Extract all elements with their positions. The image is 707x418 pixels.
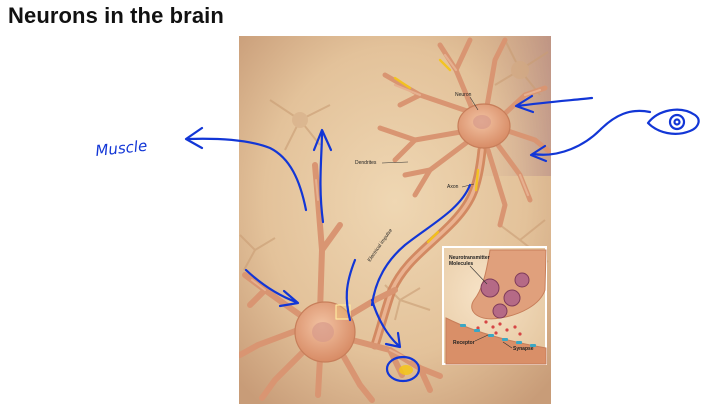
upward-arrow <box>319 130 325 224</box>
label-neurotransmitter: Neurotransmitter <box>449 255 490 261</box>
lower-signal-stroke <box>345 258 357 322</box>
upper-neuron-axon-highlight <box>373 148 484 347</box>
upward-arrowhead <box>312 128 333 152</box>
label-receptor-leader <box>474 334 489 342</box>
synapse-glow <box>399 365 413 375</box>
lower-neuron <box>239 162 443 403</box>
synapse-signal-arrow <box>370 298 400 347</box>
upper-neuron <box>370 37 551 350</box>
vesicle <box>503 289 521 307</box>
synapse-signal-arrowhead <box>384 331 402 349</box>
input-arrow-upper <box>516 96 594 108</box>
label-receptor: Receptor <box>453 340 475 346</box>
eye-signal-arrowhead <box>529 144 548 163</box>
label-neuron-leader <box>469 96 479 111</box>
vesicle <box>480 278 500 298</box>
synapse-inset: Neurotransmitter Molecules Receptor Syna… <box>442 246 547 365</box>
label-neuron: Neuron <box>455 92 472 98</box>
label-synapse: Synapse <box>513 346 534 352</box>
label-molecules-leader <box>469 265 488 285</box>
neurotransmitter-molecules <box>476 320 522 336</box>
vesicle <box>514 272 530 288</box>
neuron-illustration: Neuron Dendrites Axon Electrical impulse <box>239 36 551 404</box>
upper-neuron-dendrite-highlights <box>393 53 542 197</box>
circled-synapse <box>385 355 421 383</box>
input-arrow-upper-head <box>514 94 535 114</box>
upper-neuron-nucleus <box>473 115 491 129</box>
input-arrow-lower-head <box>278 289 300 308</box>
muscle-label: Muscle <box>95 137 149 160</box>
axon-signal-path <box>370 183 472 307</box>
label-axon: Axon <box>447 184 459 190</box>
label-molecules: Molecules <box>449 261 473 267</box>
label-axon-leader <box>461 183 475 188</box>
lower-neuron-nucleus <box>312 322 334 342</box>
eye-signal-path <box>531 109 652 156</box>
postsynaptic-membrane <box>445 317 547 365</box>
muscle-arrow <box>186 137 308 212</box>
handwritten-annotations: Muscle <box>95 94 700 383</box>
slide-title: Neurons in the brain <box>8 3 224 28</box>
eye-icon <box>646 108 700 135</box>
vesicle <box>492 303 508 319</box>
electrical-impulse-glow <box>393 58 480 244</box>
input-arrow-lower <box>244 268 298 304</box>
label-dendrites-leader <box>381 161 409 164</box>
label-synapse-leader <box>502 341 513 349</box>
neurotransmitter-vesicles <box>480 272 530 319</box>
receptors <box>460 324 536 347</box>
label-dendrites: Dendrites <box>355 160 377 166</box>
muscle-arrowhead <box>184 126 204 150</box>
synapse-highlight-box <box>335 304 351 320</box>
lower-neuron-dendrites <box>239 162 443 403</box>
